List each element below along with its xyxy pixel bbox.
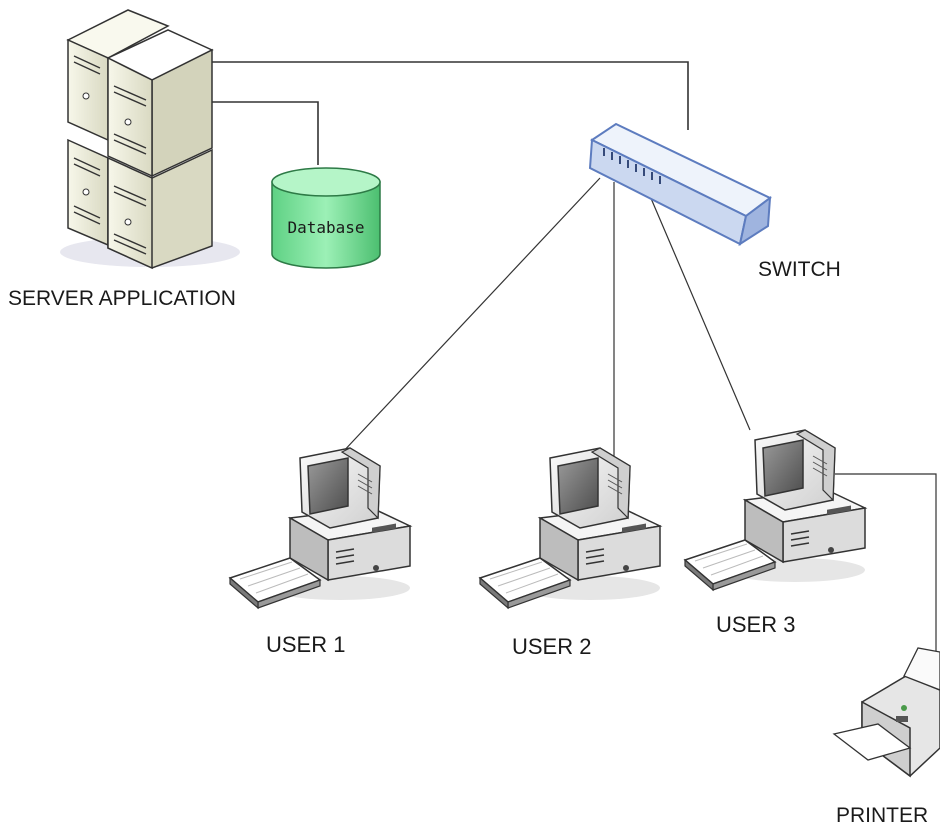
switch-label: SWITCH bbox=[758, 258, 841, 281]
computer-icon bbox=[479, 447, 661, 609]
database-icon bbox=[271, 167, 381, 269]
computer-icon bbox=[684, 429, 866, 591]
link-switch-user1 bbox=[339, 177, 601, 456]
server-icon bbox=[60, 9, 240, 270]
switch-icon bbox=[588, 122, 772, 247]
database-label: Database bbox=[287, 218, 364, 237]
server-label: SERVER APPLICATION bbox=[8, 287, 236, 310]
user-1-label: USER 1 bbox=[266, 632, 345, 657]
computer-icon bbox=[229, 447, 411, 609]
link-server-database bbox=[212, 101, 319, 165]
link-server-switch bbox=[212, 61, 689, 130]
user-3-label: USER 3 bbox=[716, 612, 795, 637]
printer-icon bbox=[832, 647, 940, 778]
connection-lines bbox=[212, 61, 937, 680]
link-user3-printer bbox=[835, 473, 937, 680]
link-switch-user3 bbox=[649, 195, 751, 431]
printer-label: PRINTER bbox=[836, 804, 928, 827]
user-2-label: USER 2 bbox=[512, 634, 591, 659]
